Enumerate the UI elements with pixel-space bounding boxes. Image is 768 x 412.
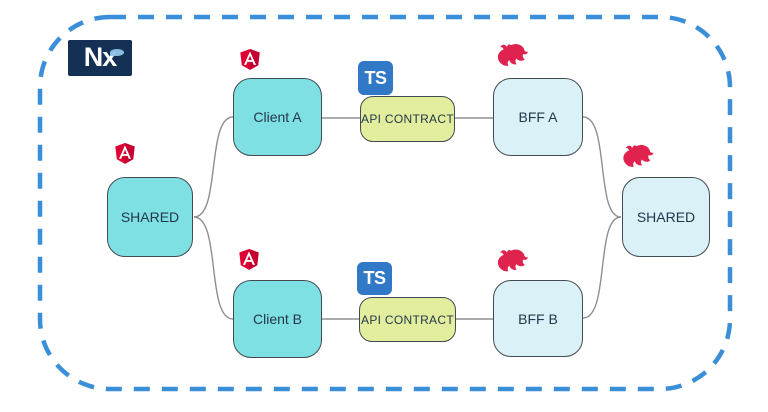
node-label: API CONTRACT [361, 112, 454, 126]
node-api-contract-b: API CONTRACT [359, 297, 456, 342]
node-label: Client B [252, 311, 303, 327]
node-label: SHARED [120, 209, 180, 225]
angular-icon [112, 141, 138, 169]
nx-logo-text: Nx [83, 41, 118, 72]
typescript-icon-label: TS [364, 67, 387, 88]
angular-icon [237, 47, 263, 75]
dashed-frame [37, 14, 733, 392]
edge-shared-to-client-b [193, 216, 234, 320]
typescript-icon: TS [358, 61, 393, 95]
nestjs-icon [621, 143, 655, 173]
node-label: API CONTRACT [361, 312, 454, 327]
nx-logo-icon: Nx [68, 40, 132, 76]
node-client-b: Client B [233, 280, 322, 358]
edge-bff-a-to-shared [582, 116, 622, 218]
typescript-icon-label: TS [363, 268, 386, 288]
typescript-icon: TS [357, 262, 392, 295]
node-bff-a: BFF A [493, 78, 583, 156]
node-label: SHARED [636, 209, 696, 225]
node-shared-frontend: SHARED [107, 177, 193, 257]
edge-bff-b-to-shared [582, 216, 622, 319]
node-label: BFF B [518, 310, 558, 327]
node-bff-b: BFF B [493, 280, 583, 357]
node-client-a: Client A [233, 78, 322, 156]
node-label: BFF A [518, 109, 558, 125]
node-shared-backend: SHARED [622, 177, 710, 257]
nestjs-icon [496, 41, 529, 73]
node-label: Client A [253, 109, 302, 125]
edge-shared-to-client-a [193, 116, 234, 218]
node-api-contract-a: API CONTRACT [360, 96, 455, 142]
nestjs-icon [496, 247, 529, 278]
angular-icon [236, 247, 262, 275]
nx-logo-swoosh [110, 49, 124, 56]
